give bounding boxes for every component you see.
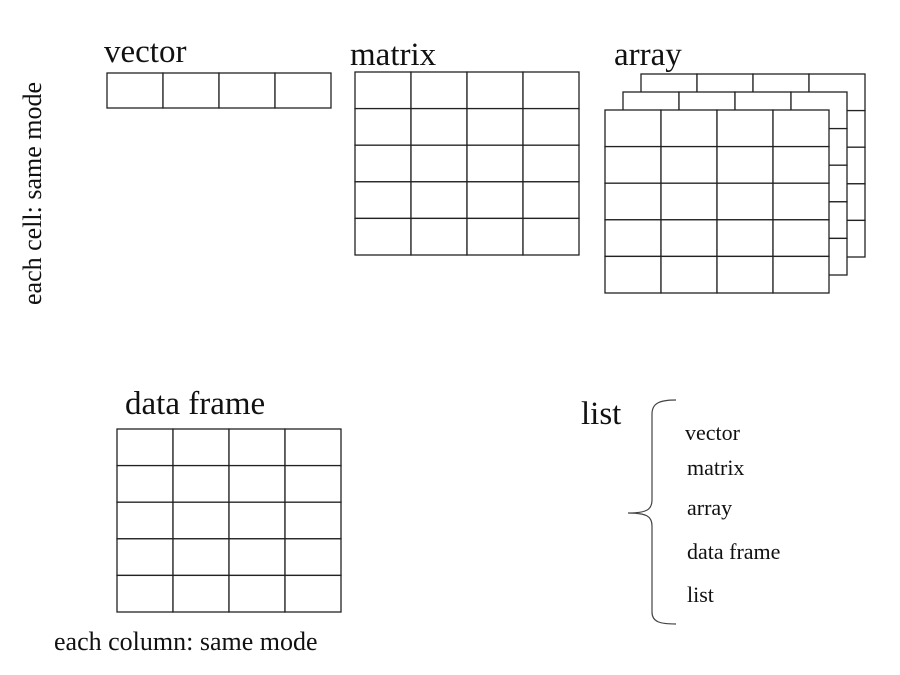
array-cell (604, 219, 662, 258)
array-cell (772, 255, 830, 294)
data-frame-cell (228, 501, 286, 540)
data-frame-cell (116, 464, 174, 503)
data-frame-cell (172, 501, 230, 540)
list-item-list: list (687, 582, 714, 607)
matrix-cell (354, 71, 412, 110)
matrix-cell (522, 71, 580, 110)
data-frame-cell (228, 538, 286, 577)
array-cell (772, 182, 830, 221)
matrix-cell (354, 217, 412, 256)
matrix-cell (466, 217, 524, 256)
array-layer (604, 109, 830, 294)
matrix-cell (522, 107, 580, 146)
vector-cell (274, 72, 332, 109)
vector-grid (106, 72, 332, 109)
array-cell (716, 145, 774, 184)
vector-cell (218, 72, 276, 109)
array-cell (604, 109, 662, 148)
array-cell (660, 219, 718, 258)
array-cell (716, 219, 774, 258)
matrix-cell (410, 107, 468, 146)
array-cell (660, 109, 718, 148)
list-item-data-frame: data frame (687, 539, 781, 564)
data-frame-caption: each column: same mode (54, 627, 318, 656)
data-frame-cell (116, 538, 174, 577)
list-item-vector: vector (685, 420, 740, 445)
matrix-cell (522, 144, 580, 183)
array-cell (716, 182, 774, 221)
matrix-grid (354, 71, 580, 256)
list-item-matrix: matrix (687, 455, 745, 480)
array-cell (716, 109, 774, 148)
matrix-cell (354, 107, 412, 146)
vector-cell (162, 72, 220, 109)
array-cell (772, 145, 830, 184)
array-cell (660, 182, 718, 221)
matrix-title: matrix (350, 37, 437, 73)
data-frame-cell (284, 538, 342, 577)
data-frame-cell (228, 428, 286, 467)
data-frame-cell (284, 501, 342, 540)
list-title: list (581, 396, 622, 432)
matrix-cell (466, 107, 524, 146)
data-frame-cell (116, 428, 174, 467)
matrix-cell (466, 71, 524, 110)
data-frame-grid (116, 428, 342, 613)
matrix-cell (522, 217, 580, 256)
array-cell (660, 255, 718, 294)
array-grid (604, 73, 866, 294)
array-cell (604, 255, 662, 294)
array-cell (604, 182, 662, 221)
matrix-cell (410, 71, 468, 110)
array-cell (604, 145, 662, 184)
data-frame-cell (284, 574, 342, 613)
vector-cell (106, 72, 164, 109)
matrix-cell (522, 181, 580, 220)
data-frame-cell (284, 428, 342, 467)
array-cell (772, 219, 830, 258)
array-cell (660, 145, 718, 184)
vector-title: vector (104, 34, 187, 70)
data-frame-cell (172, 464, 230, 503)
data-frame-cell (172, 538, 230, 577)
array-title: array (614, 37, 682, 73)
matrix-cell (466, 144, 524, 183)
matrix-cell (410, 181, 468, 220)
data-frame-cell (172, 574, 230, 613)
data-frame-cell (116, 501, 174, 540)
data-frame-title: data frame (125, 386, 266, 422)
matrix-cell (410, 144, 468, 183)
data-frame-cell (284, 464, 342, 503)
array-cell (716, 255, 774, 294)
matrix-cell (354, 144, 412, 183)
data-frame-cell (228, 574, 286, 613)
list-brace (627, 399, 677, 625)
array-cell (772, 109, 830, 148)
matrix-cell (410, 217, 468, 256)
matrix-cell (466, 181, 524, 220)
matrix-cell (354, 181, 412, 220)
data-frame-cell (228, 464, 286, 503)
data-frame-cell (172, 428, 230, 467)
data-frame-cell (116, 574, 174, 613)
list-item-array: array (687, 495, 733, 520)
